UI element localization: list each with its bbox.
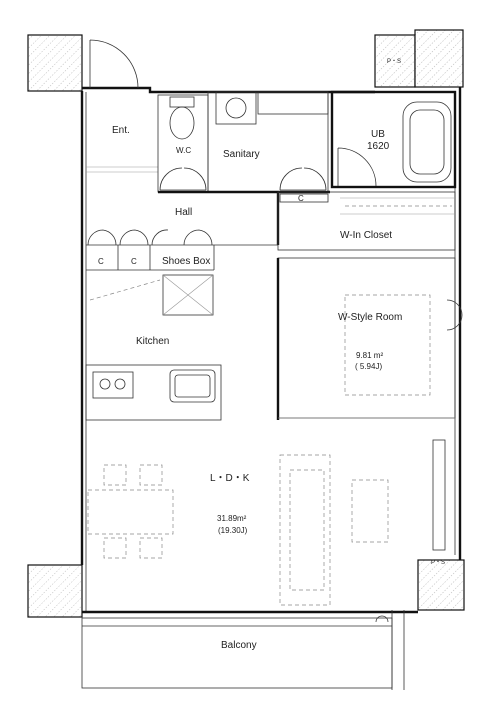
washing-machine bbox=[215, 91, 257, 125]
walk-in-closet bbox=[277, 191, 456, 251]
column-top-right bbox=[414, 29, 464, 88]
label-ldk-jo: (19.30J) bbox=[218, 526, 248, 535]
label-wc: W.C bbox=[176, 146, 191, 155]
label-kitchen: Kitchen bbox=[136, 336, 169, 347]
western-room-door bbox=[446, 299, 463, 331]
unit-bath-room bbox=[330, 90, 457, 189]
bath-door bbox=[337, 147, 377, 187]
toilet-tank bbox=[169, 96, 195, 108]
balcony bbox=[81, 617, 393, 689]
western-room-rug bbox=[344, 294, 431, 396]
label-western-room-jo: ( 5.94J) bbox=[355, 362, 382, 371]
label-hall: Hall bbox=[175, 207, 192, 218]
sink bbox=[169, 369, 216, 403]
label-ps-top: P・S bbox=[387, 59, 401, 65]
tv-board bbox=[432, 439, 446, 551]
label-walk-in-closet: W-In Closet bbox=[340, 230, 392, 241]
dining-table bbox=[87, 489, 174, 535]
column-top-left bbox=[27, 34, 83, 92]
stove bbox=[92, 371, 134, 399]
label-ldk-area: 31.89m² bbox=[217, 514, 247, 523]
toilet-bowl bbox=[169, 106, 195, 140]
kitchen-counter bbox=[85, 364, 222, 421]
label-western-room: W-Style Room bbox=[338, 312, 402, 323]
bathtub-inner bbox=[409, 109, 445, 175]
label-unit-bath-size: 1620 bbox=[367, 141, 390, 152]
refrigerator-space bbox=[162, 274, 214, 316]
wc-room bbox=[157, 94, 209, 193]
western-room bbox=[277, 257, 456, 419]
label-closet-sanitary: C bbox=[298, 194, 304, 203]
column-bottom-right bbox=[417, 559, 465, 611]
label-western-room-area: 9.81 m² bbox=[356, 351, 383, 360]
label-entrance: Ent. bbox=[112, 125, 130, 136]
low-table bbox=[351, 479, 389, 543]
closet-doors bbox=[87, 229, 213, 246]
label-closet-a: C bbox=[98, 257, 104, 266]
column-bottom-left bbox=[27, 564, 83, 618]
pipe-shaft-top bbox=[374, 34, 416, 88]
label-unit-bath: UB bbox=[371, 129, 385, 140]
label-shoes-box: Shoes Box bbox=[162, 256, 210, 267]
label-ps-bottom: P・S bbox=[431, 560, 445, 566]
entrance-door bbox=[89, 39, 139, 89]
label-ldk: L・D・K bbox=[210, 473, 250, 484]
wash-basin bbox=[257, 91, 329, 115]
label-sanitary: Sanitary bbox=[223, 149, 260, 160]
bathtub bbox=[402, 101, 452, 183]
label-balcony: Balcony bbox=[221, 640, 257, 651]
label-closet-b: C bbox=[131, 257, 137, 266]
sofa bbox=[279, 454, 331, 606]
